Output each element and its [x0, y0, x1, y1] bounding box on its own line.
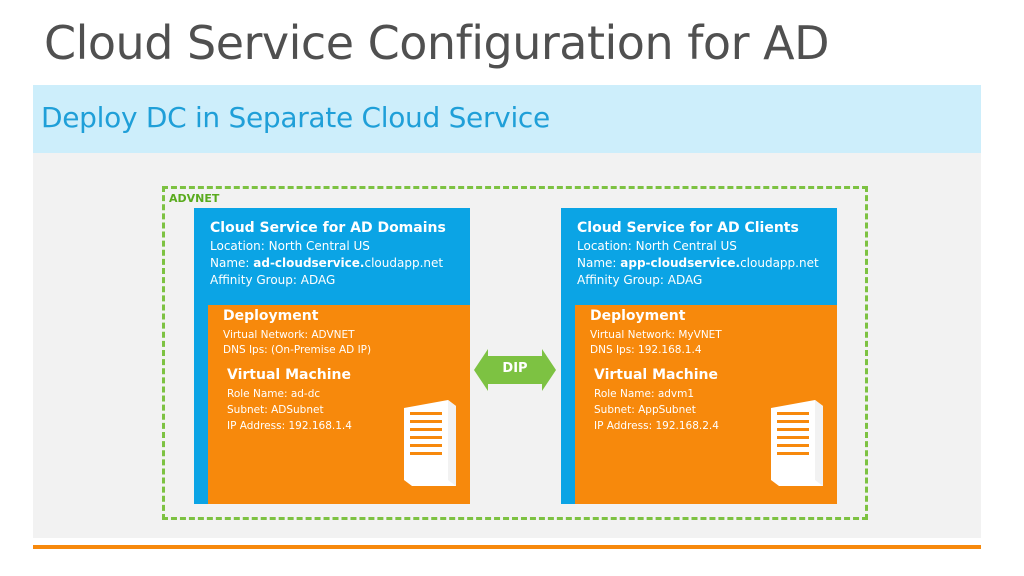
deployment-vnet: Virtual Network: MyVNET — [590, 329, 722, 341]
cloud-service-ad-domains: Cloud Service for AD Domains Location: N… — [194, 208, 470, 504]
deployment-dns: DNS Ips: (On-Premise AD IP) — [223, 344, 372, 356]
cloud-service-name: Name: ad-cloudservice.cloudapp.net — [210, 256, 444, 270]
vm-ip: IP Address: 192.168.1.4 — [227, 420, 352, 432]
deployment-dns: DNS Ips: 192.168.1.4 — [590, 344, 702, 356]
cloud-service-ad-clients: Cloud Service for AD Clients Location: N… — [561, 208, 837, 504]
dip-double-arrow-icon — [474, 349, 556, 391]
server-icon — [771, 400, 823, 486]
subtitle-band: Deploy DC in Separate Cloud Service — [33, 85, 981, 153]
deployment-box: Deployment Virtual Network: MyVNET DNS I… — [575, 305, 837, 504]
vnet-boundary — [162, 186, 868, 520]
cloud-service-affinity: Affinity Group: ADAG — [210, 273, 336, 287]
deployment-title: Deployment — [590, 308, 686, 324]
dip-label: DIP — [502, 361, 528, 376]
deployment-vnet: Virtual Network: ADVNET — [223, 329, 355, 341]
cloud-service-location: Location: North Central US — [210, 239, 370, 253]
cloud-service-info: Cloud Service for AD Domains Location: N… — [210, 218, 446, 289]
server-icon — [404, 400, 456, 486]
vm-role: Role Name: ad-dc — [227, 388, 321, 400]
vm-subnet: Subnet: ADSubnet — [227, 404, 324, 416]
cloud-service-title: Cloud Service for AD Clients — [577, 220, 799, 236]
vm-subnet: Subnet: AppSubnet — [594, 404, 696, 416]
deployment-box: Deployment Virtual Network: ADVNET DNS I… — [208, 305, 470, 504]
cloud-service-location: Location: North Central US — [577, 239, 737, 253]
slide-title: Cloud Service Configuration for AD — [44, 16, 830, 70]
vm-title: Virtual Machine — [594, 367, 718, 383]
vm-title: Virtual Machine — [227, 367, 351, 383]
vnet-label: ADVNET — [169, 192, 220, 205]
cloud-service-title: Cloud Service for AD Domains — [210, 220, 446, 236]
slide-subtitle: Deploy DC in Separate Cloud Service — [41, 101, 550, 134]
vm-ip: IP Address: 192.168.2.4 — [594, 420, 719, 432]
footer-divider — [33, 545, 981, 549]
cloud-service-name: Name: app-cloudservice.cloudapp.net — [577, 256, 819, 270]
vm-role: Role Name: advm1 — [594, 388, 695, 400]
cloud-service-affinity: Affinity Group: ADAG — [577, 273, 703, 287]
cloud-service-info: Cloud Service for AD Clients Location: N… — [577, 218, 819, 289]
deployment-title: Deployment — [223, 308, 319, 324]
